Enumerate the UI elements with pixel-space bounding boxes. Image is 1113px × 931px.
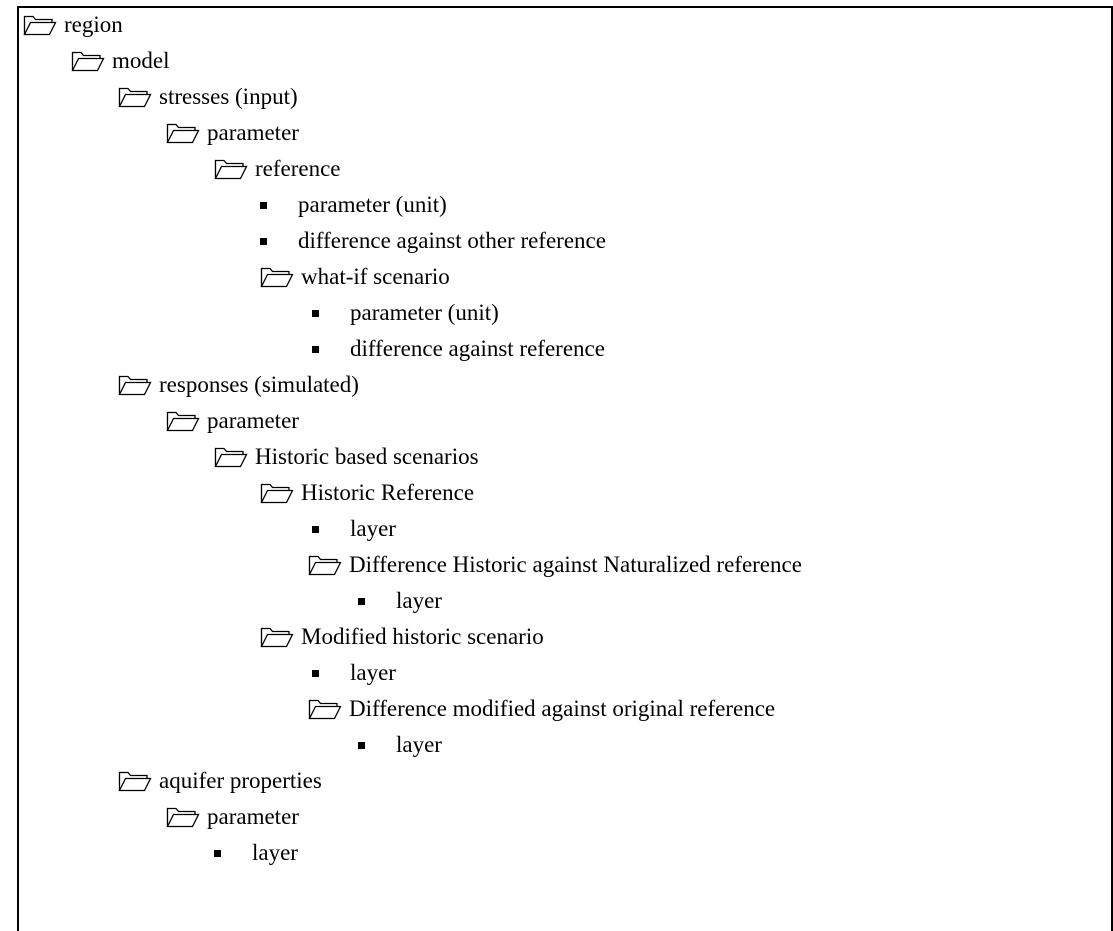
- tree-leaf-parameter-unit[interactable]: parameter (unit): [312, 296, 499, 330]
- folder-open-icon: [166, 806, 200, 828]
- bullet-icon: [214, 849, 221, 857]
- tree-node-aquifer-parameter[interactable]: parameter: [166, 800, 299, 834]
- tree-node-difference-modified-original[interactable]: Difference modified against original ref…: [308, 692, 775, 726]
- tree-node-label: parameter: [207, 408, 299, 433]
- tree-node-label: parameter (unit): [298, 192, 447, 217]
- tree-node-label: aquifer properties: [159, 768, 322, 793]
- tree-node-label: Historic based scenarios: [255, 444, 479, 469]
- tree-node-label: layer: [350, 516, 396, 541]
- tree-node-label: layer: [396, 732, 442, 757]
- folder-open-icon: [23, 14, 57, 36]
- tree-node-responses-simulated[interactable]: responses (simulated): [118, 368, 359, 402]
- folder-open-icon: [118, 86, 152, 108]
- tree-node-historic-based-scenarios[interactable]: Historic based scenarios: [214, 440, 479, 474]
- bullet-icon: [312, 525, 319, 533]
- tree-node-label: layer: [396, 588, 442, 613]
- tree-node-label: Modified historic scenario: [301, 624, 544, 649]
- tree-node-label: Difference Historic against Naturalized …: [349, 552, 802, 577]
- tree-leaf-layer[interactable]: layer: [312, 512, 396, 546]
- tree-leaf-layer[interactable]: layer: [358, 728, 442, 762]
- tree-node-label: parameter: [207, 120, 299, 145]
- tree-node-what-if-scenario[interactable]: what-if scenario: [260, 260, 450, 294]
- tree-node-model[interactable]: model: [71, 44, 170, 78]
- tree-node-region[interactable]: region: [23, 8, 123, 42]
- tree-node-label: Difference modified against original ref…: [349, 696, 776, 721]
- tree-leaf-difference-reference[interactable]: difference against reference: [312, 332, 605, 366]
- tree-node-label: reference: [255, 156, 341, 181]
- folder-open-icon: [260, 482, 294, 504]
- bullet-icon: [312, 669, 319, 677]
- folder-open-icon: [260, 626, 294, 648]
- bullet-icon: [260, 237, 267, 245]
- folder-open-icon: [118, 374, 152, 396]
- tree-node-stresses-input[interactable]: stresses (input): [118, 80, 298, 114]
- folder-open-icon: [214, 446, 248, 468]
- tree-node-reference[interactable]: reference: [214, 152, 341, 186]
- tree-node-label: region: [64, 12, 123, 37]
- folder-open-icon: [118, 770, 152, 792]
- bullet-icon: [358, 597, 365, 605]
- folder-open-icon: [214, 158, 248, 180]
- tree-node-label: Historic Reference: [301, 480, 475, 505]
- tree-leaf-layer[interactable]: layer: [358, 584, 442, 618]
- folder-open-icon: [166, 410, 200, 432]
- folder-open-icon: [71, 50, 105, 72]
- tree-frame: [17, 6, 1113, 931]
- bullet-icon: [358, 741, 365, 749]
- tree-node-label: responses (simulated): [159, 372, 359, 397]
- tree-node-difference-historic-naturalized[interactable]: Difference Historic against Naturalized …: [308, 548, 802, 582]
- tree-leaf-layer[interactable]: layer: [312, 656, 396, 690]
- tree-node-label: layer: [350, 660, 396, 685]
- tree-node-aquifer-properties[interactable]: aquifer properties: [118, 764, 322, 798]
- folder-open-icon: [166, 122, 200, 144]
- tree-node-label: stresses (input): [159, 84, 298, 109]
- tree-node-modified-historic-scenario[interactable]: Modified historic scenario: [260, 620, 544, 654]
- tree-node-label: difference against reference: [350, 336, 605, 361]
- bullet-icon: [312, 345, 319, 353]
- tree-leaf-difference-other-reference[interactable]: difference against other reference: [260, 224, 606, 258]
- folder-open-icon: [308, 698, 342, 720]
- tree-leaf-layer[interactable]: layer: [214, 836, 298, 870]
- tree-leaf-parameter-unit[interactable]: parameter (unit): [260, 188, 447, 222]
- folder-open-icon: [308, 554, 342, 576]
- tree-node-label: parameter (unit): [350, 300, 499, 325]
- tree-node-label: what-if scenario: [301, 264, 450, 289]
- tree-node-historic-reference[interactable]: Historic Reference: [260, 476, 474, 510]
- tree-node-stresses-parameter[interactable]: parameter: [166, 116, 299, 150]
- tree-node-label: model: [112, 48, 170, 73]
- bullet-icon: [312, 309, 319, 317]
- tree-node-responses-parameter[interactable]: parameter: [166, 404, 299, 438]
- tree-node-label: layer: [252, 840, 298, 865]
- bullet-icon: [260, 201, 267, 209]
- tree-node-label: parameter: [207, 804, 299, 829]
- tree-node-label: difference against other reference: [298, 228, 606, 253]
- folder-open-icon: [260, 266, 294, 288]
